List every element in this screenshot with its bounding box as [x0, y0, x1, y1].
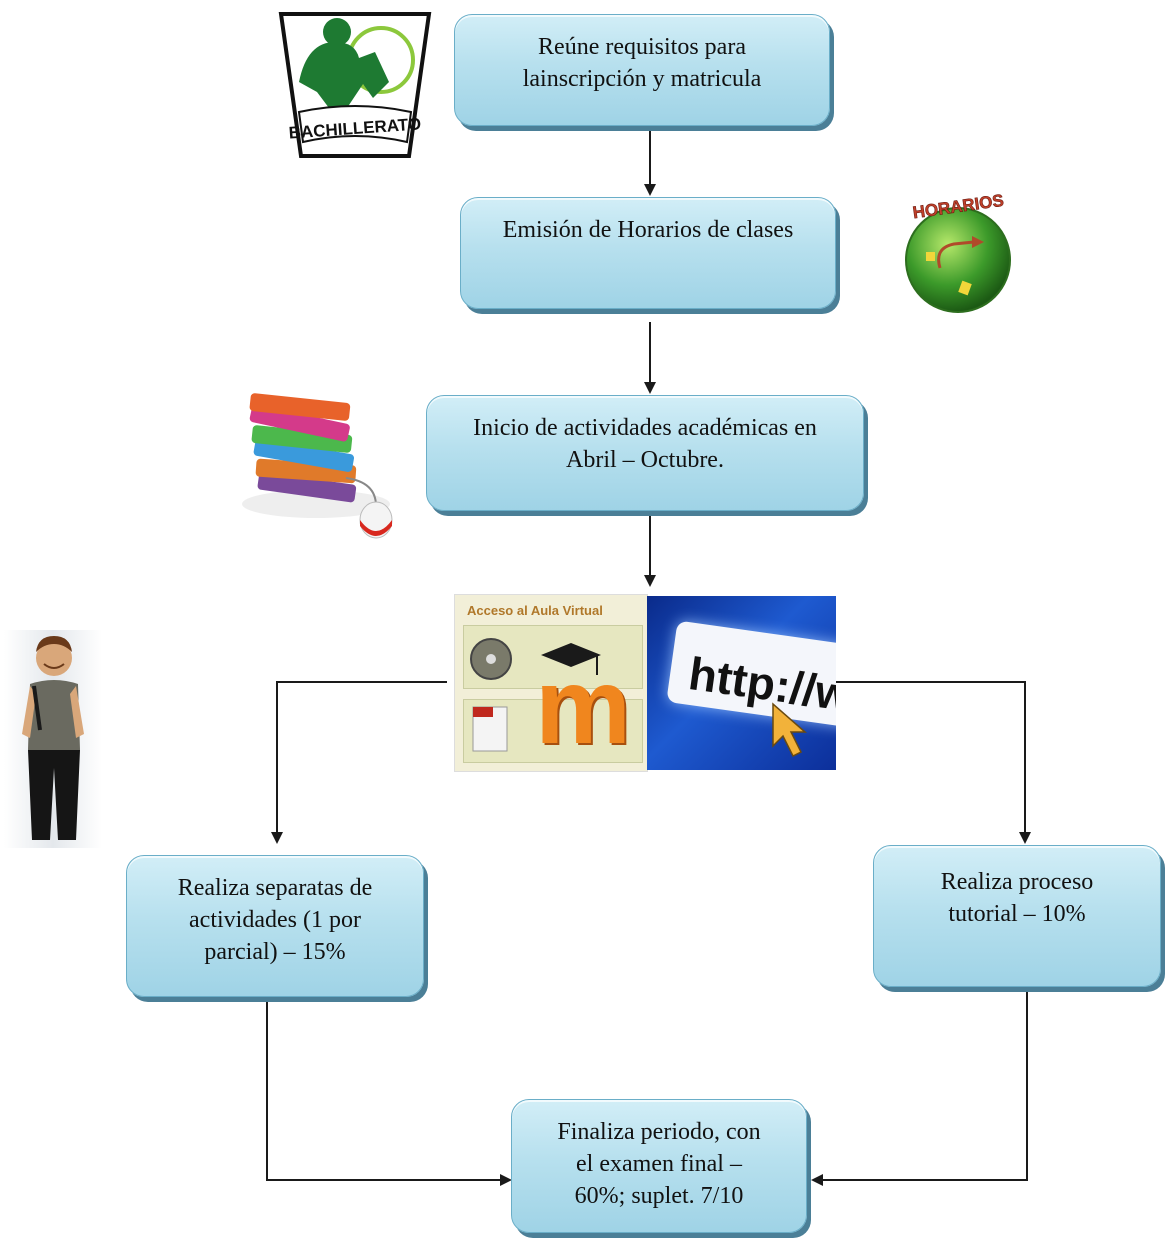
- node-requisitos-text: Reúne requisitos para lainscripción y ma…: [522, 34, 762, 92]
- horarios-badge: HORARIOS: [896, 186, 1022, 316]
- node-tutorial-text: Realiza proceso tutorial – 10%: [940, 869, 1094, 927]
- cursor-icon: [772, 702, 807, 758]
- node-horarios-text: Emisión de Horarios de clases: [502, 217, 794, 243]
- node-separatas: Realiza separatas de actividades (1 por …: [126, 855, 424, 997]
- node-tutorial: Realiza proceso tutorial – 10%: [873, 845, 1161, 987]
- node-final: Finaliza periodo, con el examen final – …: [511, 1099, 807, 1233]
- aula-virtual-title: Acceso al Aula Virtual: [467, 603, 603, 618]
- arrow-tutorial-to-final: [811, 988, 1028, 1186]
- arrow-aula-to-separatas: [271, 681, 447, 844]
- moodle-logo-icon: m: [535, 645, 632, 766]
- arrow-aula-to-tutorial: [836, 681, 1031, 844]
- node-horarios: Emisión de Horarios de clases: [460, 197, 836, 309]
- node-separatas-text: Realiza separatas de actividades (1 por …: [177, 875, 373, 965]
- node-inicio: Inicio de actividades académicas en Abri…: [426, 395, 864, 511]
- bachillerato-logo: BACHILLERATO: [277, 12, 433, 158]
- aula-virtual-image: Acceso al Aula Virtual m: [454, 594, 648, 772]
- node-requisitos: Reúne requisitos para lainscripción y ma…: [454, 14, 830, 126]
- node-inicio-text: Inicio de actividades académicas en Abri…: [473, 415, 817, 473]
- books-with-mouse-icon: [236, 386, 396, 540]
- browser-address-icon: http://www: [647, 596, 836, 770]
- node-final-text: Finaliza periodo, con el examen final – …: [557, 1119, 761, 1209]
- arrow-separatas-to-final: [266, 995, 512, 1186]
- student-figure-icon: [4, 630, 102, 848]
